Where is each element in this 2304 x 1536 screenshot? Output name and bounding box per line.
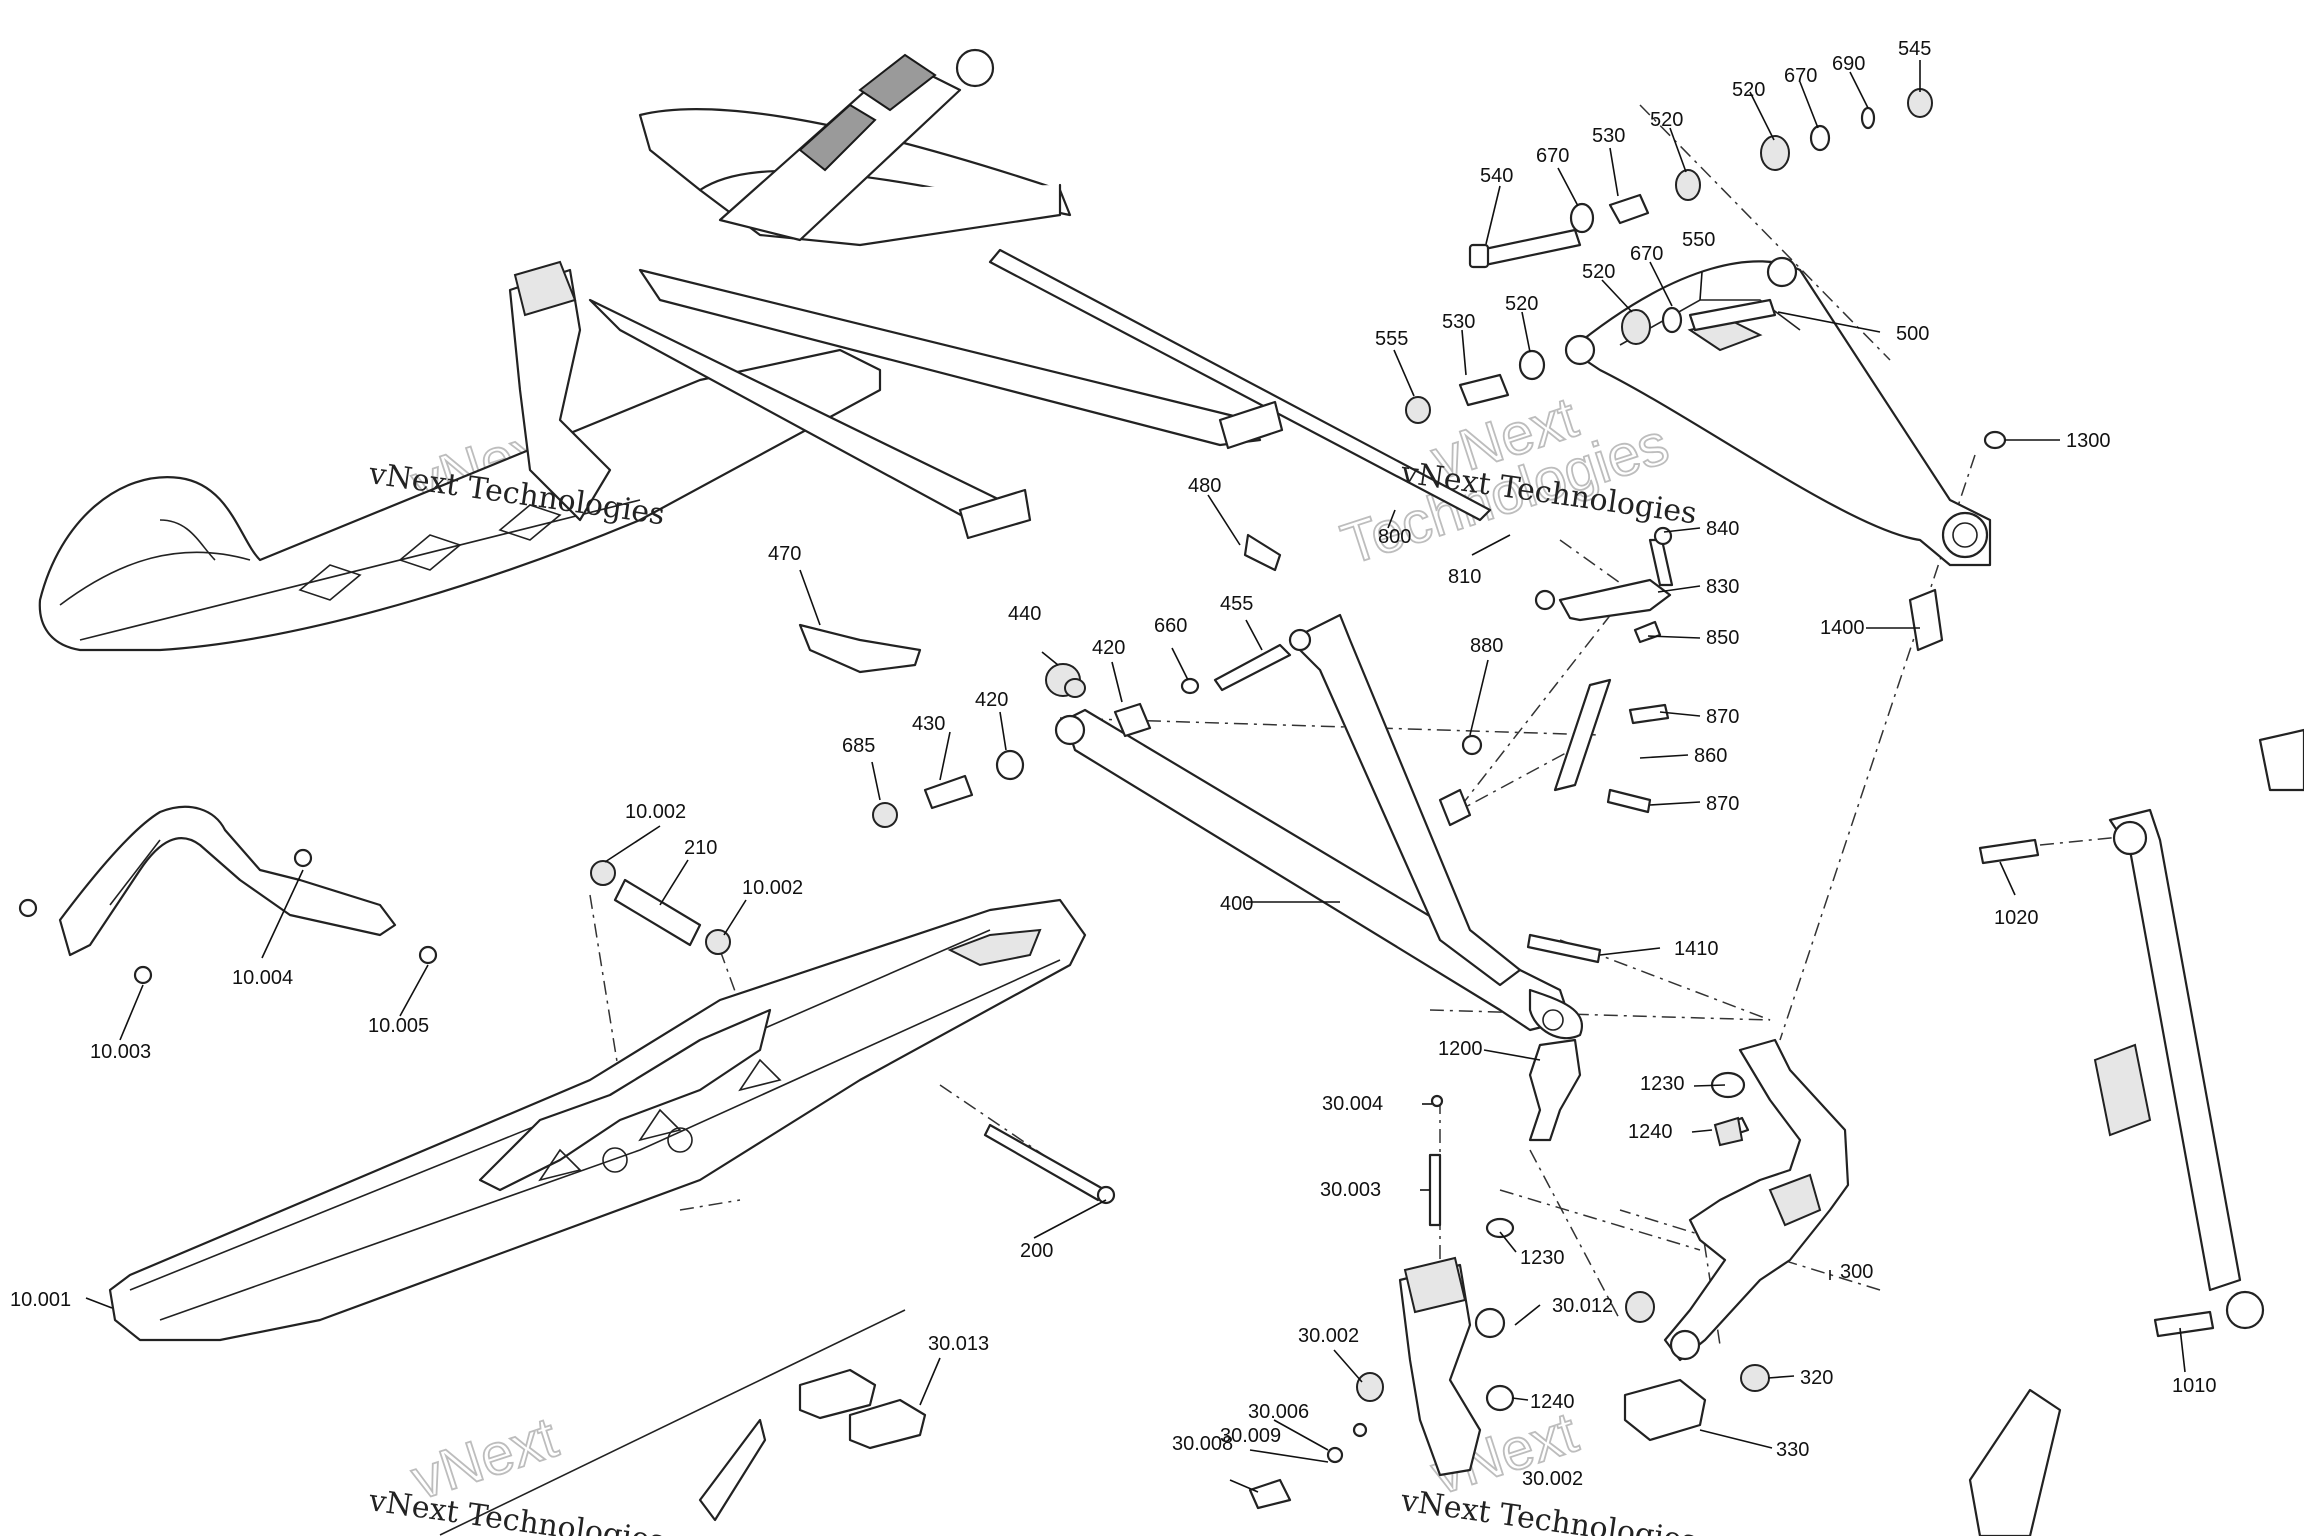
callout-545: 545 <box>1898 38 1931 60</box>
wear-bars-30013 <box>439 1309 927 1536</box>
callout-400: 400 <box>1220 893 1253 915</box>
runner-spacer-210 <box>590 860 731 955</box>
callout-1240: 1240 <box>1628 1121 1673 1143</box>
link-bracket-830 <box>1461 526 1674 814</box>
lower-a-arm-400 <box>1054 613 1583 1040</box>
callout-870: 870 <box>1706 793 1739 815</box>
callout-500: 500 <box>1896 323 1929 345</box>
callout-30-008: 30.008 <box>1172 1433 1233 1455</box>
callout-1230: 1230 <box>1520 1247 1565 1269</box>
callout-520: 520 <box>1732 79 1765 101</box>
callout-520: 520 <box>1505 293 1538 315</box>
callout-690: 690 <box>1832 53 1865 75</box>
callout-830: 830 <box>1706 576 1739 598</box>
assembled-ski-suspension <box>38 48 1492 652</box>
callout-10-002: 10.002 <box>742 877 803 899</box>
spindle-300 <box>1663 1038 1850 1362</box>
bushing-1240 <box>1485 1384 1515 1412</box>
callout-30-002: 30.002 <box>1298 1325 1359 1347</box>
callout-30-009: 30.009 <box>1220 1425 1281 1447</box>
callout-420: 420 <box>975 689 1008 711</box>
assembled-spindle <box>508 268 612 522</box>
callout-660: 660 <box>1154 615 1187 637</box>
callout-1010: 1010 <box>2172 1375 2217 1397</box>
bushing-30012 <box>1625 1291 1655 1323</box>
ski-loop-10004 <box>18 805 438 985</box>
callout-520: 520 <box>1650 109 1683 131</box>
callout-530: 530 <box>1442 311 1475 333</box>
assembled-ski <box>38 348 882 652</box>
pin-200 <box>983 1123 1107 1202</box>
lower-spindle-30002 <box>1248 1256 1482 1510</box>
callout-10-003: 10.003 <box>90 1041 151 1063</box>
callout-440: 440 <box>1008 603 1041 625</box>
callout-10-002: 10.002 <box>625 801 686 823</box>
leader-lines <box>85 60 2186 1493</box>
callout-860: 860 <box>1694 745 1727 767</box>
main-ski-10001 <box>108 898 1087 1342</box>
callout-420: 420 <box>1092 637 1125 659</box>
callout-300: 300 <box>1840 1261 1873 1283</box>
callout-685: 685 <box>842 735 875 757</box>
callout-10-004: 10.004 <box>232 967 293 989</box>
callout-10-005: 10.005 <box>368 1015 429 1037</box>
callout-1300: 1300 <box>2066 430 2111 452</box>
callout-870: 870 <box>1706 706 1739 728</box>
callout-30-012: 30.012 <box>1552 1295 1613 1317</box>
callout-840: 840 <box>1706 518 1739 540</box>
upper-a-arm-500 <box>1564 256 1992 567</box>
callout-540: 540 <box>1480 165 1513 187</box>
lower-hardware <box>798 533 1602 964</box>
callout-30-006: 30.006 <box>1248 1401 1309 1423</box>
callout-320: 320 <box>1800 1367 1833 1389</box>
callout-330: 330 <box>1776 1439 1809 1461</box>
ball-joint-1200 <box>1528 1038 1582 1142</box>
callout-10-001: 10.001 <box>10 1289 71 1311</box>
bracket-330 <box>1623 1378 1707 1442</box>
callout-850: 850 <box>1706 627 1739 649</box>
callout-480: 480 <box>1188 475 1221 497</box>
callout-550: 550 <box>1682 229 1715 251</box>
callout-30-004: 30.004 <box>1322 1093 1383 1115</box>
callout-880: 880 <box>1470 635 1503 657</box>
callout-555: 555 <box>1375 328 1408 350</box>
callout-455: 455 <box>1220 593 1253 615</box>
callout-670: 670 <box>1630 243 1663 265</box>
assembled-tie-rod <box>988 248 1492 522</box>
callout-30-013: 30.013 <box>928 1333 989 1355</box>
callout-430: 430 <box>912 713 945 735</box>
callout-1400: 1400 <box>1820 617 1865 639</box>
watermark-text-3: vNext Technologies <box>366 1483 667 1536</box>
callout-520: 520 <box>1582 261 1615 283</box>
callout-810: 810 <box>1448 566 1481 588</box>
callout-labels: 545 690 670 520 520 530 670 540 670 550 … <box>10 38 2217 1490</box>
callout-670: 670 <box>1536 145 1569 167</box>
callout-800: 800 <box>1378 526 1411 548</box>
callout-200: 200 <box>1020 1240 1053 1262</box>
callout-1020: 1020 <box>1994 907 2039 929</box>
callout-670: 670 <box>1784 65 1817 87</box>
right-shock <box>1968 728 2304 1536</box>
callout-1230: 1230 <box>1640 1073 1685 1095</box>
bushing-320 <box>1740 1364 1770 1392</box>
callout-1240: 1240 <box>1530 1391 1575 1413</box>
callout-210: 210 <box>684 837 717 859</box>
callout-530: 530 <box>1592 125 1625 147</box>
callout-1410: 1410 <box>1674 938 1719 960</box>
callout-30-003: 30.003 <box>1320 1179 1381 1201</box>
callout-470: 470 <box>768 543 801 565</box>
watermark-text-4: vNext Technologies <box>1398 1483 1699 1536</box>
callout-30-002: 30.002 <box>1522 1468 1583 1490</box>
callout-1200: 1200 <box>1438 1038 1483 1060</box>
